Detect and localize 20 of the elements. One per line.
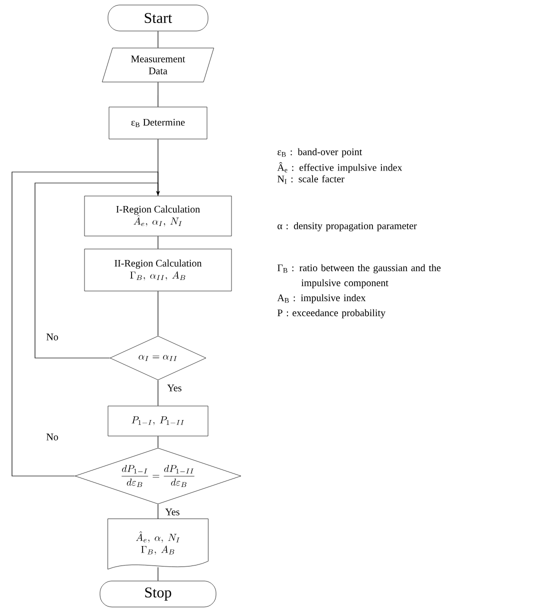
definition-text: ε$_{B}$ : band-over point	[278, 148, 362, 158]
process-box: $P_{1-I},\ P_{1-II}$	[108, 406, 208, 436]
terminal-box: Stop	[100, 580, 216, 608]
edge-label: Yes	[165, 508, 180, 516]
definition-text: N$_{I}$ : scale facter	[277, 175, 344, 184]
definition-text: P : exceedance probability	[277, 309, 386, 318]
edge-label: No	[46, 434, 58, 440]
definition-text: Â$_{e}$ : effective impulsive index	[277, 162, 402, 173]
process-box: I-Region Calculation $\hat{A}_e,\ \alpha_I,\ N_I$	[84, 196, 232, 236]
edge-label: No	[46, 334, 58, 340]
connector-line	[12, 172, 160, 476]
connector-line	[34, 182, 160, 358]
process-box: II-Region Calculation $\Gamma_B,\ \alpha_{II},\ A_B$	[84, 248, 232, 292]
process-box: ε$_{B}$ Determine	[108, 106, 208, 140]
terminal-box: Start	[108, 4, 208, 32]
data-parallelogram: Measurement Data	[102, 48, 214, 82]
definition-text: Γ$_{B}$ : ratio between the gaussian and the impulsive component	[277, 264, 441, 288]
definition-text: A$_{B}$ : impulsive index	[277, 294, 366, 304]
edge-label: Yes	[167, 384, 182, 392]
definition-text: α : density propagation parameter	[278, 222, 417, 232]
